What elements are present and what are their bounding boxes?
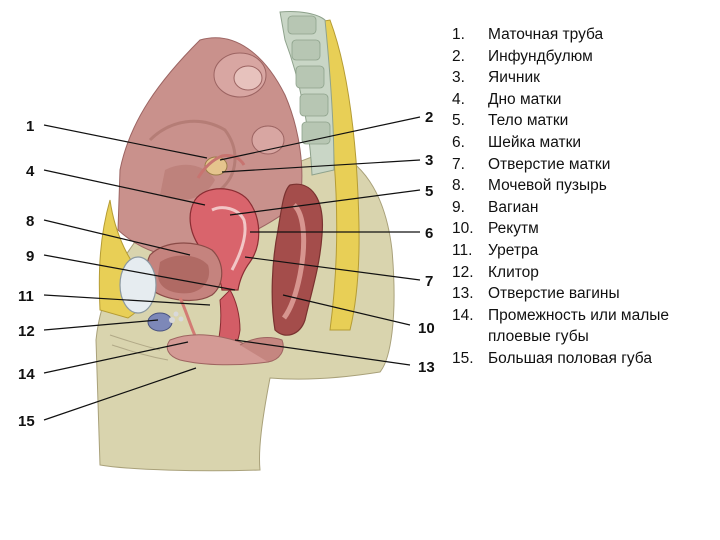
legend-text: Дно матки <box>488 90 562 108</box>
leader-14 <box>43 341 189 374</box>
leader-7 <box>244 256 421 281</box>
legend-number: 1. <box>452 26 465 43</box>
leader-4 <box>43 169 206 206</box>
callout-6: 6 <box>425 225 433 242</box>
callout-5: 5 <box>425 183 433 200</box>
legend-text: Маточная труба <box>488 26 604 43</box>
legend-item: 5. Тело матки <box>452 110 714 132</box>
callout-numbers: 1 2 3 4 5 6 7 8 9 10 11 12 13 14 15 <box>18 109 435 430</box>
legend-number: 5. <box>452 112 465 130</box>
callout-9: 9 <box>26 248 34 265</box>
labia <box>166 334 269 366</box>
legend-number: 2. <box>452 47 465 65</box>
legend-item: 8. Мочевой пузырь <box>452 175 714 197</box>
callout-2: 2 <box>425 109 433 126</box>
callout-14: 14 <box>18 366 35 383</box>
legend-item: 12. Клитор <box>452 262 714 284</box>
legend-item: 3. Яичник <box>452 67 714 89</box>
rectum <box>271 183 324 336</box>
legend-number: 11. <box>452 241 473 259</box>
legend-item: 6. Шейка матки <box>452 132 714 154</box>
legend-number: 15. <box>452 349 474 367</box>
leader-11 <box>43 294 211 306</box>
legend-text: Вагиан <box>488 198 539 216</box>
legend-item: 1. Маточная труба <box>452 24 714 46</box>
legend-item: 2. Инфундбулюм <box>452 46 714 68</box>
legend-number: 6. <box>452 133 465 151</box>
leader-8 <box>43 219 191 256</box>
legend-text: Уретра <box>488 241 539 259</box>
legend-text: Отверстие вагины <box>488 285 620 303</box>
legend-text: Рекутм <box>488 220 539 238</box>
leader-13 <box>234 339 411 366</box>
rectum-lumen <box>281 203 307 320</box>
callout-4: 4 <box>26 163 35 180</box>
leader-1 <box>43 124 208 159</box>
callout-13: 13 <box>418 359 435 376</box>
callout-15: 15 <box>18 413 35 430</box>
legend-item: 15. Большая половая губа <box>452 348 714 370</box>
legend-text: Яичник <box>488 69 540 87</box>
legend-text: Тело матки <box>488 112 569 130</box>
legend-number: 8. <box>452 177 465 195</box>
leader-9 <box>43 254 236 291</box>
legend-number: 12. <box>452 263 474 281</box>
uterine-cavity <box>211 206 247 271</box>
leader-3 <box>221 159 421 173</box>
leader-10 <box>282 294 411 326</box>
legend-text: Большая половая губа <box>488 349 652 367</box>
callout-10: 10 <box>418 320 435 337</box>
legend-number: 3. <box>452 69 465 87</box>
legend-text: Инфундбулюм <box>488 47 593 65</box>
legend-text: Промежность или малые плоевые губы <box>488 306 670 346</box>
legend-text: Клитор <box>488 263 539 281</box>
legend-item: 13. Отверстие вагины <box>452 283 714 305</box>
callout-8: 8 <box>26 213 34 230</box>
pubic-symphysis <box>119 256 157 314</box>
uterine-tube <box>196 154 246 179</box>
callout-3: 3 <box>425 152 433 169</box>
legend-number: 9. <box>452 198 465 216</box>
legend-text: Мочевой пузырь <box>488 177 607 195</box>
legend-number: 10. <box>452 220 474 238</box>
legend-item: 7. Отверстие матки <box>452 154 714 176</box>
leader-15 <box>43 367 197 421</box>
legend-item: 9. Вагиан <box>452 197 714 219</box>
vertebrae <box>287 15 331 145</box>
callout-12: 12 <box>18 323 35 340</box>
legend-text: Отверстие матки <box>488 155 611 173</box>
legend-number: 14. <box>452 306 474 324</box>
legend-item: 4. Дно матки <box>452 89 714 111</box>
legend-item: 14. Промежность или малые плоевые губы <box>452 305 714 348</box>
callout-11: 11 <box>18 288 34 305</box>
callout-7: 7 <box>425 273 433 290</box>
peritoneal-fold <box>148 119 237 192</box>
legend-list: 1.Маточная труба 2.Инфундбулюм 3.Яичник … <box>452 24 714 370</box>
legend-number: 13. <box>452 285 474 303</box>
leader-2 <box>219 116 421 161</box>
perineum <box>239 337 284 363</box>
leader-12 <box>43 319 159 331</box>
intestine-loops <box>213 52 285 155</box>
legend-text: Шейка матки <box>488 133 582 151</box>
legend-item: 10. Рекутм <box>452 218 714 240</box>
clitoris <box>147 311 184 332</box>
callout-1: 1 <box>26 118 34 135</box>
leader-5 <box>229 189 421 216</box>
leader-lines <box>43 116 421 421</box>
legend-number: 4. <box>452 90 465 108</box>
legend-number: 7. <box>452 155 465 173</box>
legend-item: 11. Уретра <box>452 240 714 262</box>
bladder-inner <box>158 255 210 294</box>
